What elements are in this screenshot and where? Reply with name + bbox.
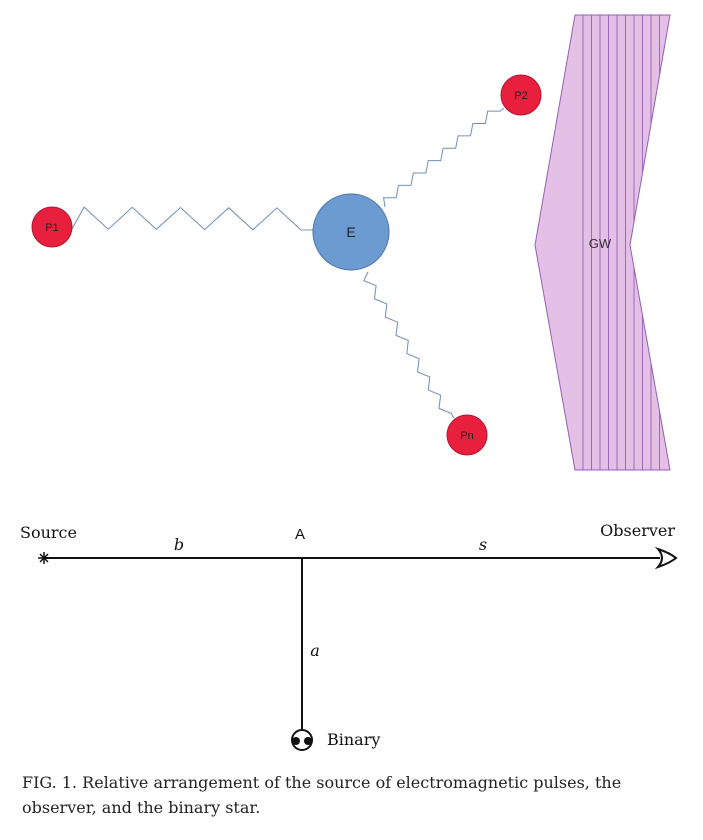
source-star-icon: [38, 552, 50, 564]
pulsar-pn: Pn: [446, 414, 488, 456]
point-a-label: A: [295, 526, 305, 543]
distance-a-label: a: [310, 641, 320, 660]
distance-s-label: s: [479, 535, 487, 554]
observer-eye-icon: [654, 546, 678, 570]
pulsar-p2: P2: [500, 74, 542, 116]
pulsar-pn-label: Pn: [460, 430, 473, 442]
distance-b-label: b: [174, 535, 184, 554]
earth-circle: [312, 193, 390, 271]
spring-pn-earth: [363, 271, 455, 419]
pulsar-p1-label: P1: [45, 222, 58, 234]
gravitational-wave: GW: [534, 14, 671, 471]
source-label: Source: [20, 523, 77, 542]
pulsar-array-diagram: GW E P1 P2 Pn: [31, 14, 671, 471]
observer-label: Observer: [600, 521, 675, 540]
pulsar-p1-circle: [31, 206, 73, 248]
binary-geometry-diagram: Source Observer A b s a Binary: [20, 521, 678, 751]
spring-p2-earth: [383, 107, 505, 208]
pulsar-p2-label: P2: [514, 90, 527, 102]
earth-node: E: [312, 193, 390, 271]
binary-star-icon: [291, 729, 313, 751]
binary-label: Binary: [327, 730, 380, 749]
pulsar-pn-circle: [446, 414, 488, 456]
gw-band: [534, 14, 671, 471]
pulsar-p2-circle: [500, 74, 542, 116]
gw-label: GW: [589, 236, 612, 251]
spring-p1-earth: [71, 206, 314, 231]
figure-caption: FIG. 1. Relative arrangement of the sour…: [22, 773, 622, 817]
earth-label: E: [346, 224, 355, 240]
pulsar-p1: P1: [31, 206, 73, 248]
